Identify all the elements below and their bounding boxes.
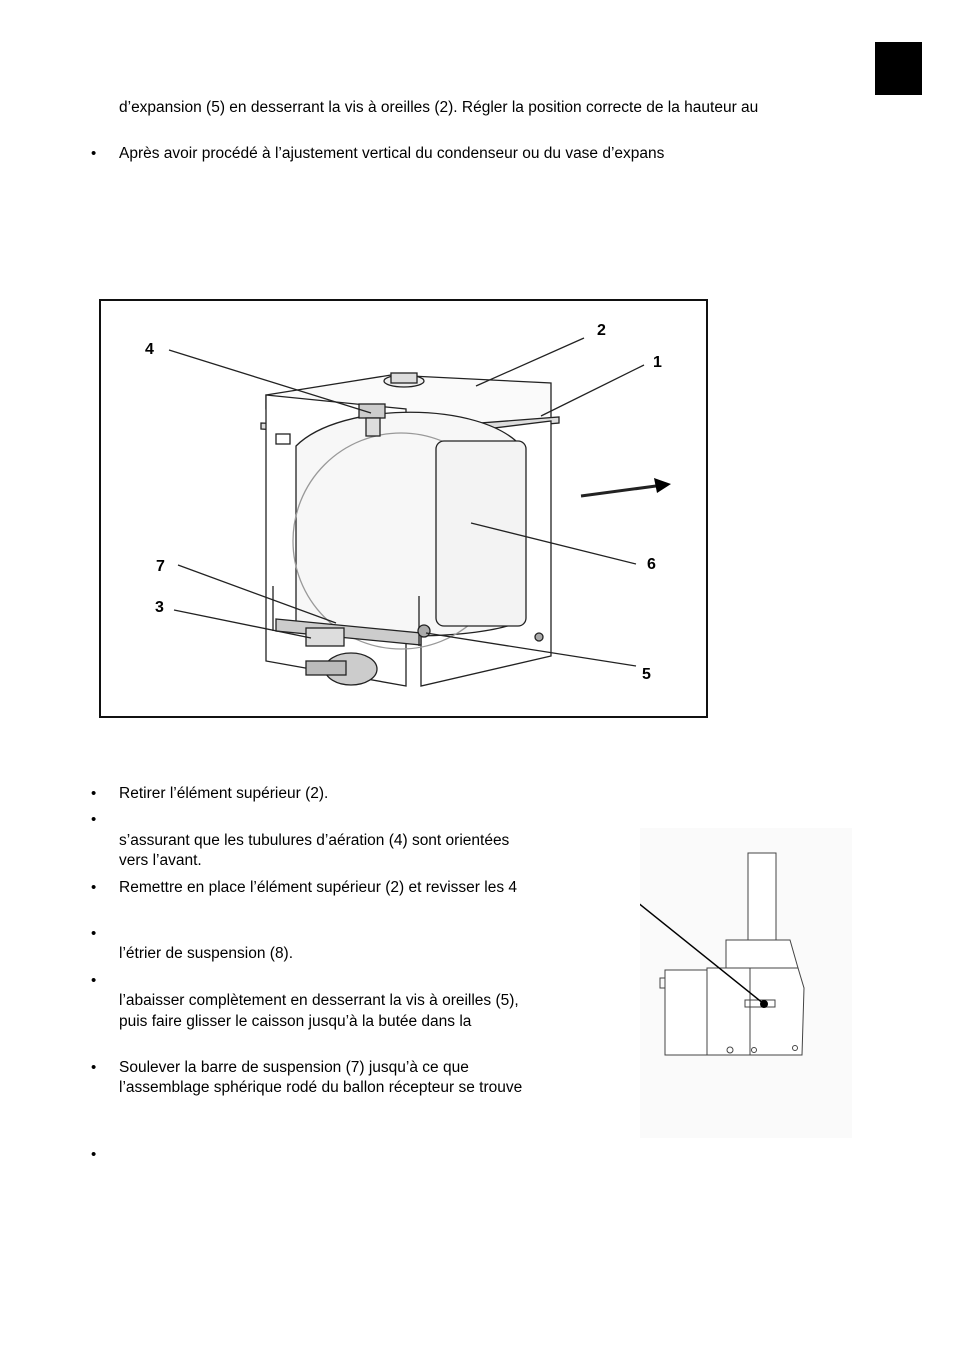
bullet-icon: • bbox=[91, 785, 97, 802]
callout-3: 3 bbox=[155, 599, 164, 616]
figure-side-view bbox=[631, 828, 852, 1138]
step-3-line-1: Remettre en place l’élément supérieur (2… bbox=[119, 879, 518, 896]
step-6-line-2: l’assemblage sphérique rodé du ballon ré… bbox=[119, 1079, 523, 1096]
step-6-line-1: Soulever la barre de suspension (7) jusq… bbox=[119, 1059, 469, 1076]
callout-7: 7 bbox=[156, 558, 165, 575]
intro-line-2: Après avoir procédé à l’ajustement verti… bbox=[119, 145, 665, 162]
bullet-icon: • bbox=[91, 1146, 97, 1163]
step-2-line-2: s’assurant que les tubulures d’aération … bbox=[119, 832, 510, 849]
bullet-icon: • bbox=[91, 879, 97, 896]
callout-5: 5 bbox=[642, 666, 651, 683]
intro-line-1: d’expansion (5) en desserrant la vis à o… bbox=[119, 99, 759, 116]
figure-condenser-assembly: 4 2 1 6 7 3 5 bbox=[99, 299, 708, 718]
callout-6: 6 bbox=[647, 556, 656, 573]
bullet-icon: • bbox=[91, 1059, 97, 1076]
step-2-line-3: vers l’avant. bbox=[119, 852, 202, 869]
callout-2: 2 bbox=[597, 322, 606, 339]
step-5-line-2: l’abaisser complètement en desserrant la… bbox=[119, 992, 519, 1009]
condenser-assembly-drawing: 4 2 1 6 7 3 5 bbox=[145, 322, 671, 687]
side-view-drawing bbox=[631, 852, 805, 1056]
section-tab-marker bbox=[875, 42, 922, 95]
bullet-icon: • bbox=[91, 811, 97, 828]
bullet-icon: • bbox=[91, 145, 97, 162]
callout-4: 4 bbox=[145, 341, 154, 358]
bullet-icon: • bbox=[91, 972, 97, 989]
callout-1: 1 bbox=[653, 354, 662, 371]
step-4-line-2: l’étrier de suspension (8). bbox=[119, 945, 294, 962]
step-5-line-3: puis faire glisser le caisson jusqu’à la… bbox=[119, 1013, 472, 1030]
step-1-line-1: Retirer l’élément supérieur (2). bbox=[119, 785, 329, 802]
bullet-icon: • bbox=[91, 925, 97, 942]
